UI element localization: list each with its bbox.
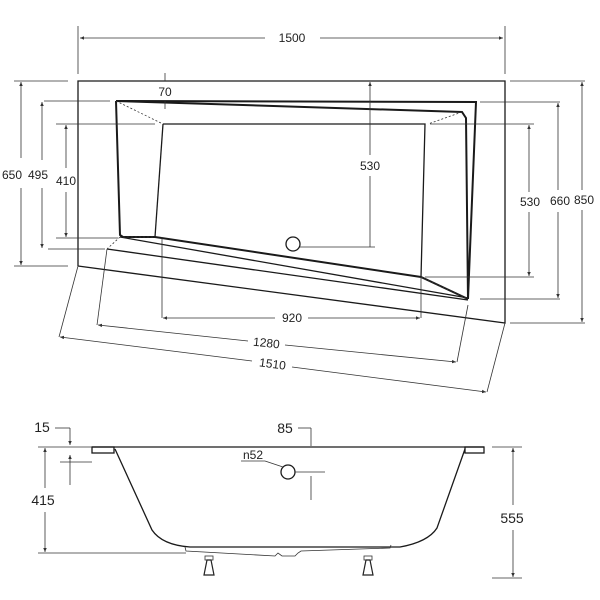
- dim-label-15: 15: [34, 419, 50, 435]
- dim-label-1280: 1280: [252, 335, 280, 352]
- corner-dashed-line: [106, 236, 121, 250]
- rim-inner-outline: [115, 100, 469, 300]
- dim-label-n52: n52: [243, 448, 263, 462]
- dimension-line-1280: [284, 344, 457, 364]
- leader-line: [264, 460, 284, 468]
- dimension-line-1280: [97, 323, 249, 342]
- dim-label-850: 850: [574, 193, 594, 207]
- dim-label-410: 410: [56, 174, 76, 188]
- dim-label-495: 495: [28, 168, 48, 182]
- dimension-line-1510: [59, 335, 253, 362]
- dim-label-660: 660: [550, 194, 570, 208]
- top-view: 1500 70 650 495: [2, 26, 594, 394]
- extension-line: [486, 322, 506, 393]
- dim-label-70: 70: [158, 85, 172, 99]
- corner-dashed-line: [420, 276, 469, 300]
- corner-dashed-line: [427, 111, 463, 125]
- overflow-icon: [280, 464, 296, 480]
- basin-outline: [115, 100, 469, 300]
- dim-label-85: 85: [277, 420, 293, 436]
- basin-floor: [154, 123, 164, 238]
- drain-icon: [285, 236, 301, 252]
- extension-line: [58, 265, 79, 338]
- rim-outline: [115, 100, 478, 300]
- corner-dashed-line: [115, 100, 164, 125]
- dim-label-1500: 1500: [279, 31, 306, 45]
- dim-label-650: 650: [2, 168, 22, 182]
- support-frame: [184, 544, 392, 557]
- dim-label-1510: 1510: [258, 355, 287, 372]
- basin-floor: [163, 123, 426, 278]
- dimension-line-1510: [291, 366, 487, 394]
- leg-left: [203, 555, 215, 576]
- extension-line: [96, 248, 108, 326]
- basin-profile: [114, 448, 466, 548]
- leg-right: [362, 555, 374, 576]
- outer-shell: [77, 80, 506, 324]
- side-view: n52 15 85 415 555: [31, 419, 524, 579]
- rim-edge: [106, 248, 469, 301]
- rim-right: [464, 446, 485, 454]
- extension-line: [456, 304, 469, 363]
- dim-label-555: 555: [500, 510, 524, 526]
- dim-label-415: 415: [31, 492, 55, 508]
- dim-label-530-center: 530: [360, 159, 380, 173]
- dim-label-530-right: 530: [520, 195, 540, 209]
- dim-label-920: 920: [282, 311, 302, 325]
- rim-edge: [119, 236, 469, 299]
- rim-left: [91, 446, 115, 454]
